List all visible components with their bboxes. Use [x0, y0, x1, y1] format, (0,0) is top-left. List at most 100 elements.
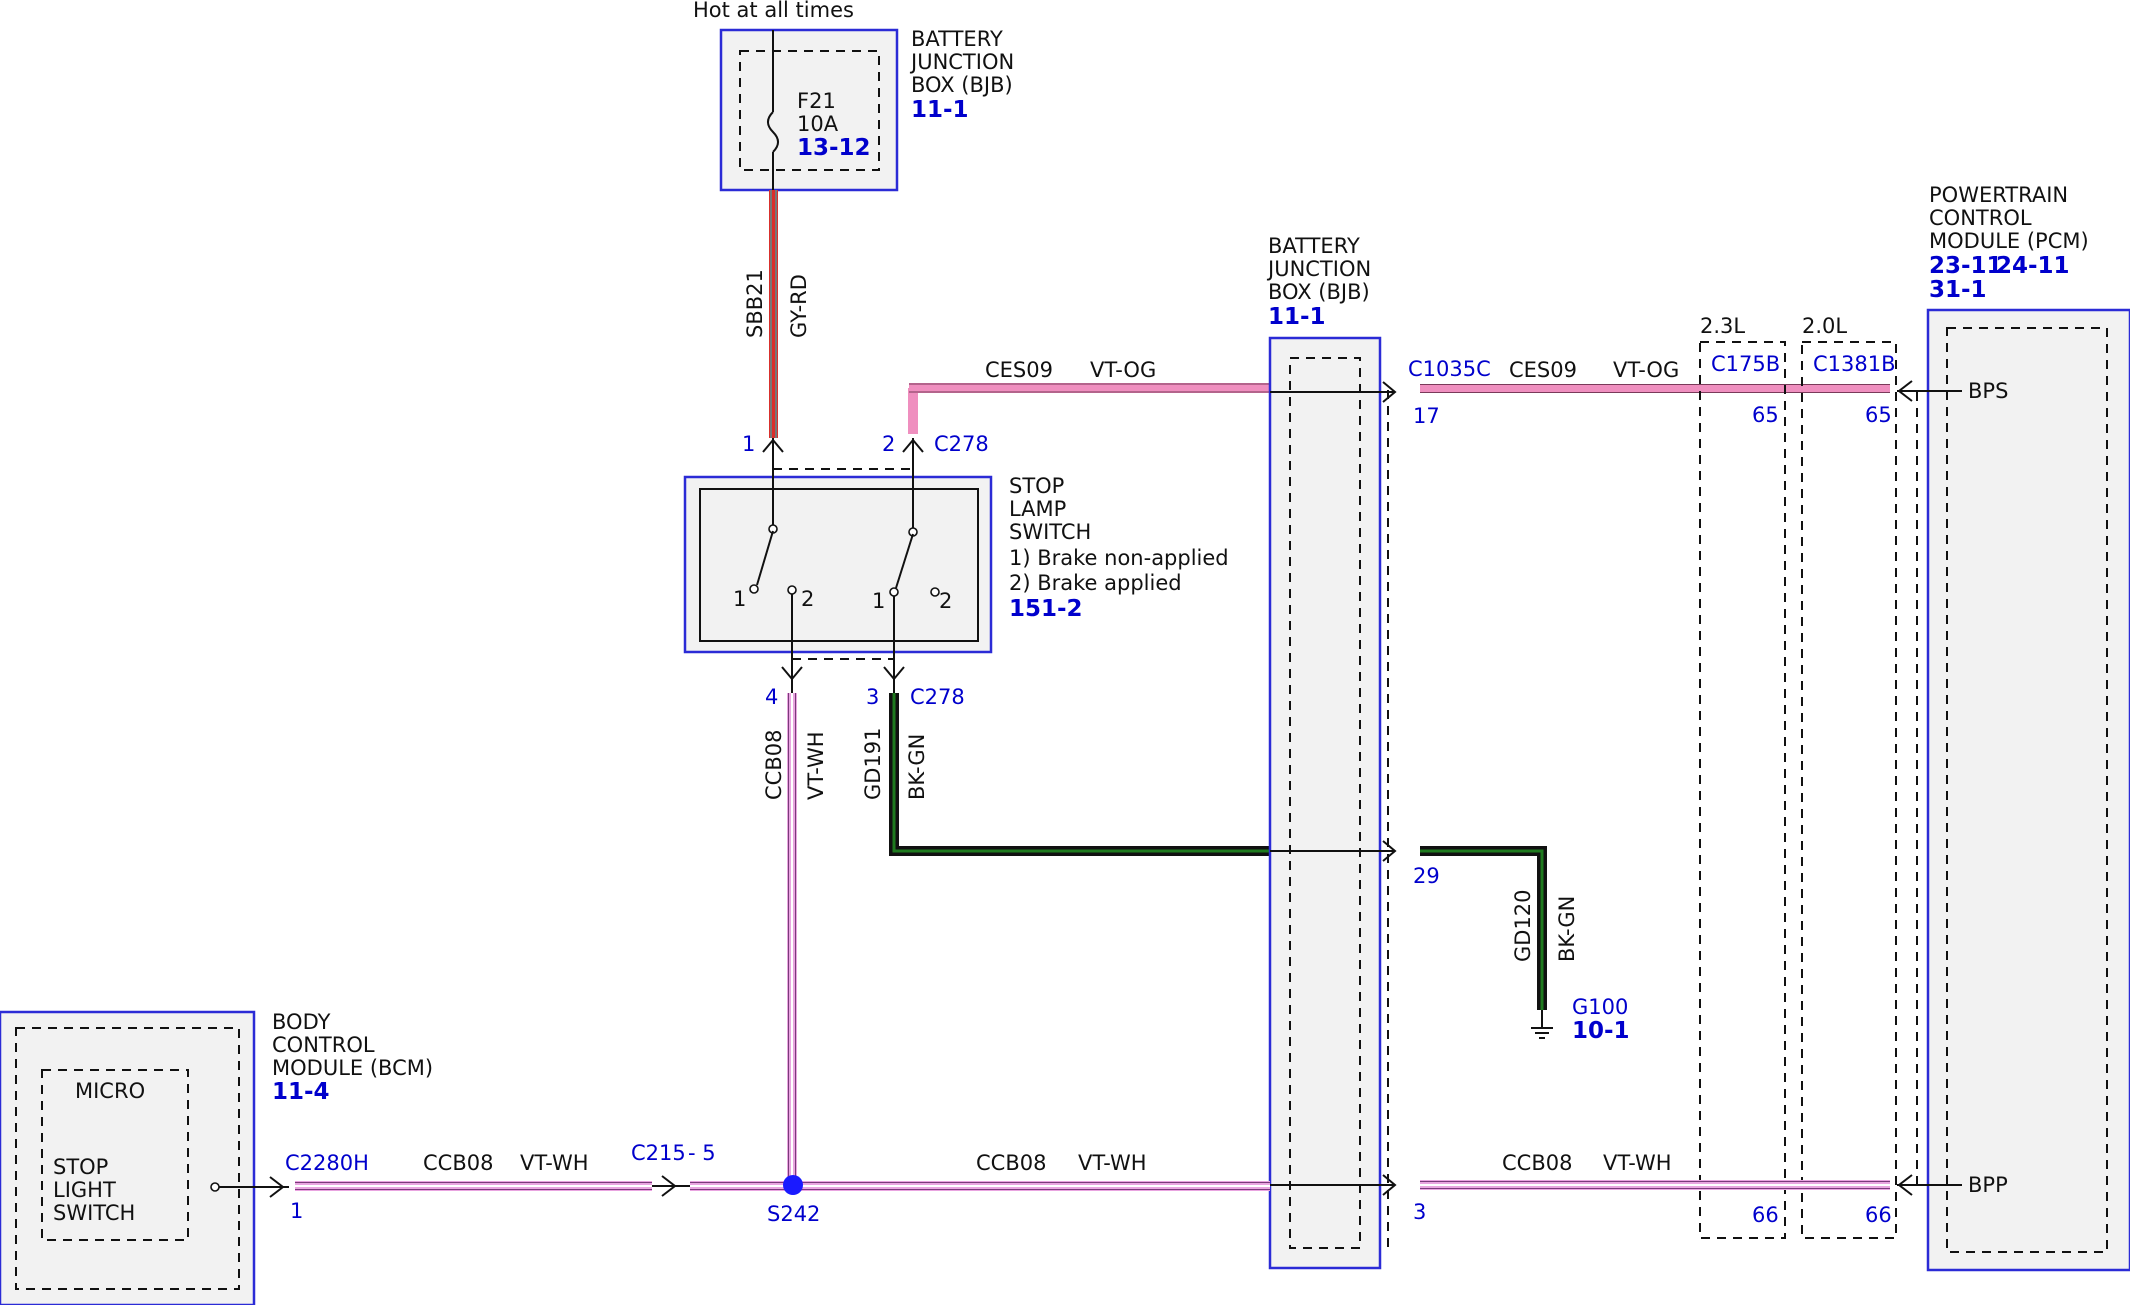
c278-bot-label: C278: [910, 685, 965, 709]
fuse-ref[interactable]: 13-12: [797, 135, 871, 161]
switch-a-contact1: 1: [733, 587, 746, 611]
bcm-ref[interactable]: 11-4: [272, 1079, 330, 1105]
pcm-ref3[interactable]: 31-1: [1929, 277, 1987, 303]
fuse-id: F21: [797, 89, 836, 113]
ground-g100: G100 10-1: [1531, 995, 1630, 1044]
sls-state2: 2) Brake applied: [1009, 571, 1182, 595]
switch-b-contact2: 2: [939, 589, 952, 613]
connector-c175b: 2.3L C175B 65 66: [1699, 314, 1786, 1239]
pcm: BPS BPP: [1897, 308, 2130, 1272]
bjb-top-ref[interactable]: 11-1: [911, 97, 969, 123]
ground-ref[interactable]: 10-1: [1572, 1018, 1630, 1044]
c175b-pin66: 66: [1752, 1203, 1779, 1227]
wire-sbb21-circuit: SBB21: [743, 269, 767, 338]
bcm-label: BODY CONTROL MODULE (BCM) 11-4: [272, 1010, 433, 1105]
variant-2-3l: 2.3L: [1700, 314, 1745, 338]
pcm-pin-bps: BPS: [1968, 379, 2008, 403]
c215-pin: - 5: [688, 1141, 716, 1165]
connector-pin-icon: [1382, 1174, 1397, 1196]
wire-gd191-circuit: GD191: [861, 727, 885, 800]
wire-sbb21-color: GY-RD: [787, 274, 811, 338]
connector-pin-icon: [1897, 1174, 1913, 1196]
bcm-line3: MODULE (BCM): [272, 1056, 433, 1080]
connector-pin-icon: [269, 1176, 285, 1198]
wire-gd191-color: BK-GN: [905, 734, 929, 800]
wire-ccb08-bcm-circuit: CCB08: [423, 1151, 493, 1175]
wire-ccb08-right: CCB08 VT-WH: [1420, 1151, 1890, 1190]
wire-ces09-a: CES09 VT-OG: [908, 358, 1270, 434]
wire-gd120-color: BK-GN: [1555, 896, 1579, 962]
connector-pin-icon: [661, 1175, 677, 1197]
c2280h-label: C2280H: [285, 1151, 369, 1175]
sls-line1: STOP: [1009, 474, 1064, 498]
splice-id: S242: [767, 1202, 820, 1226]
bjb-top-line2: JUNCTION: [909, 50, 1014, 74]
pcm-ref2[interactable]: 24-11: [1996, 253, 2070, 279]
stop-lamp-switch-label: STOP LAMP SWITCH 1) Brake non-applied 2)…: [1009, 474, 1229, 622]
wire-ccb08-right-circuit: CCB08: [1502, 1151, 1572, 1175]
wire-ccb08-v-color: VT-WH: [804, 731, 828, 800]
bjb-mid-line2: JUNCTION: [1266, 257, 1371, 281]
connector-c215: C215 - 5: [631, 1141, 716, 1197]
splice-s242: S242: [767, 1175, 820, 1226]
bcm-sw1: STOP: [53, 1155, 108, 1179]
wire-ces09-b-circuit: CES09: [1509, 358, 1577, 382]
bjb-middle-label: BATTERY JUNCTION BOX (BJB) 11-1: [1266, 234, 1371, 330]
ground-id: G100: [1572, 995, 1628, 1019]
wire-ccb08-mid-circuit: CCB08: [976, 1151, 1046, 1175]
bcm-line1: BODY: [272, 1010, 331, 1034]
wire-gd191: GD191 BK-GN: [861, 693, 1270, 856]
pcm-line3: MODULE (PCM): [1929, 229, 2089, 253]
wire-ces09-a-circuit: CES09: [985, 358, 1053, 382]
wire-ccb08-bcm: CCB08 VT-WH: [295, 1151, 652, 1191]
c215-label: C215: [631, 1141, 686, 1165]
wire-ces09-a-color: VT-OG: [1090, 358, 1156, 382]
bjb-top-line3: BOX (BJB): [911, 73, 1013, 97]
wire-sbb21: SBB21 GY-RD: [743, 190, 811, 438]
wire-ces09-b: CES09 VT-OG: [1420, 358, 1890, 393]
connector-c278-bottom: 4 3 C278: [765, 652, 965, 709]
c1381b-label: C1381B: [1813, 352, 1896, 376]
bcm-line2: CONTROL: [272, 1033, 375, 1057]
switch-a-contact2: 2: [801, 587, 814, 611]
pcm-ref1[interactable]: 23-11: [1929, 253, 2003, 279]
pcm-line1: POWERTRAIN: [1929, 183, 2068, 207]
bcm-sw2: LIGHT: [53, 1178, 116, 1202]
sls-ref[interactable]: 151-2: [1009, 596, 1083, 622]
ground-icon: [1531, 1027, 1553, 1039]
bjb-top-label: BATTERY JUNCTION BOX (BJB) 11-1: [909, 27, 1014, 123]
power-note: Hot at all times: [693, 0, 854, 22]
fuse-rating: 10A: [797, 112, 839, 136]
sls-state1: 1) Brake non-applied: [1009, 546, 1229, 570]
connector-c1035c: C1035C 17 29 3: [1408, 357, 1491, 1224]
c1035c-pin3: 3: [1413, 1200, 1426, 1224]
connector-pin-icon: [1382, 840, 1397, 862]
bjb-mid-ref[interactable]: 11-1: [1268, 304, 1326, 330]
bjb-top-line1: BATTERY: [911, 27, 1003, 51]
sls-line2: LAMP: [1009, 497, 1066, 521]
bjb-mid-line1: BATTERY: [1268, 234, 1360, 258]
c175b-pin65: 65: [1752, 403, 1779, 427]
variant-2-0l: 2.0L: [1802, 314, 1847, 338]
fuse-icon: [767, 111, 779, 153]
bjb-mid-line3: BOX (BJB): [1268, 280, 1370, 304]
wire-ccb08-mid-color: VT-WH: [1078, 1151, 1147, 1175]
sls-line3: SWITCH: [1009, 520, 1091, 544]
wire-ccb08-bcm-color: VT-WH: [520, 1151, 589, 1175]
c1035c-pin29: 29: [1413, 864, 1440, 888]
connector-pin-icon: [1897, 380, 1913, 402]
c278-bot-pin3: 3: [866, 685, 879, 709]
pcm-line2: CONTROL: [1929, 206, 2032, 230]
pcm-label: POWERTRAIN CONTROL MODULE (PCM) 23-11 24…: [1929, 183, 2089, 303]
c175b-label: C175B: [1711, 352, 1780, 376]
wire-ces09-b-color: VT-OG: [1613, 358, 1679, 382]
bjb-top: F21 10A 13-12: [719, 28, 899, 192]
splice-dot-icon: [783, 1175, 803, 1195]
connector-c278-top: 1 2 C278: [742, 432, 989, 470]
c1381b-pin66: 66: [1865, 1203, 1892, 1227]
c278-top-pin2: 2: [882, 432, 895, 456]
connector-pin-icon: [1382, 381, 1397, 403]
bcm-micro: MICRO: [75, 1079, 145, 1103]
wire-ccb08-vertical: CCB08 VT-WH: [762, 693, 828, 1185]
